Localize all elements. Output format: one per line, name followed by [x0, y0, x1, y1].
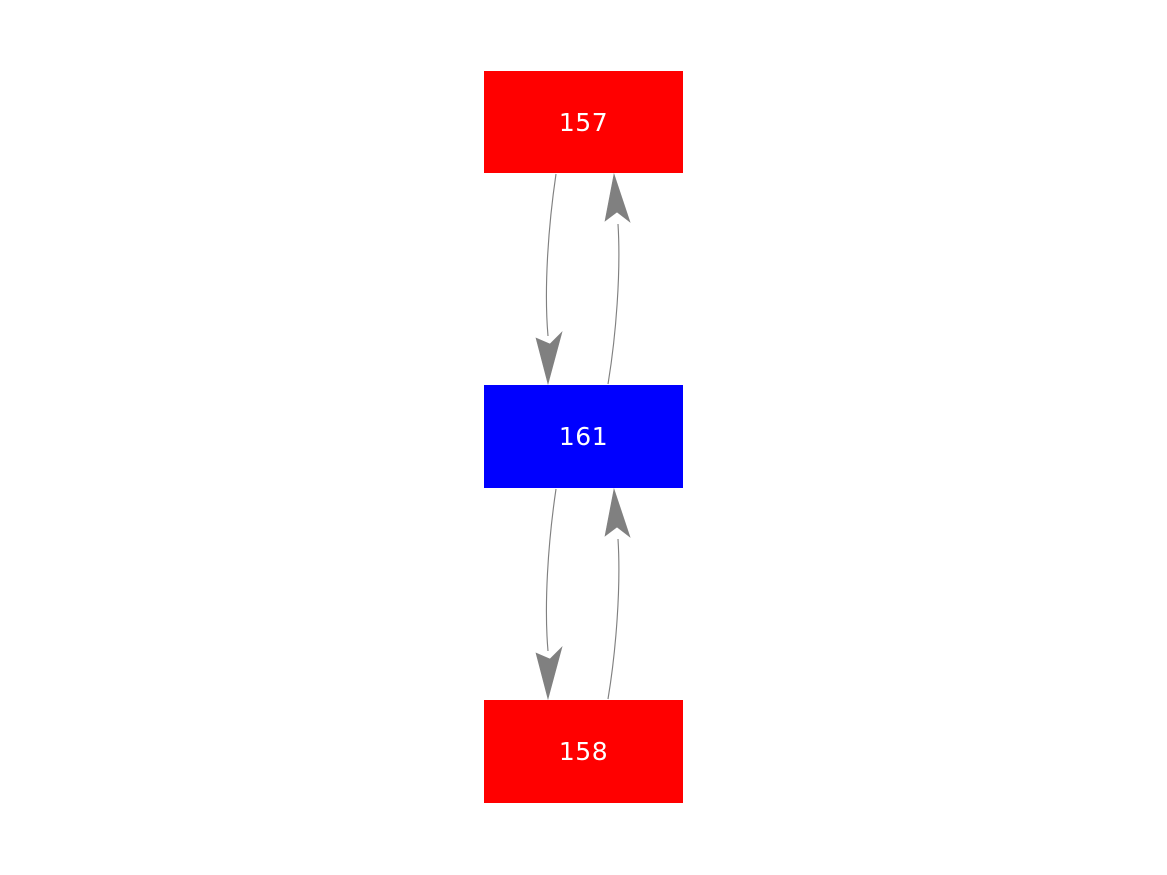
edge-158-to-161-line [607, 538, 620, 700]
edge-161-to-158 [535, 488, 563, 701]
graph-node-157[interactable]: 157 [484, 71, 683, 173]
graph-node-158[interactable]: 158 [484, 700, 683, 803]
edge-161-to-158-arrowhead [535, 645, 563, 701]
graph-node-158-label: 158 [558, 737, 609, 766]
graph-node-161-label: 161 [558, 422, 609, 451]
edge-157-to-161 [535, 173, 563, 386]
edge-161-to-157-arrowhead [604, 172, 631, 223]
edge-161-to-157-line [607, 223, 620, 385]
edge-161-to-158-line [545, 488, 557, 652]
edge-158-to-161 [604, 487, 631, 700]
graph-node-161[interactable]: 161 [484, 385, 683, 488]
edge-158-to-161-arrowhead [604, 487, 631, 538]
edge-161-to-157 [604, 172, 631, 385]
graph-node-157-label: 157 [558, 107, 609, 137]
edge-157-to-161-arrowhead [535, 330, 563, 386]
edge-157-to-161-line [545, 173, 557, 337]
